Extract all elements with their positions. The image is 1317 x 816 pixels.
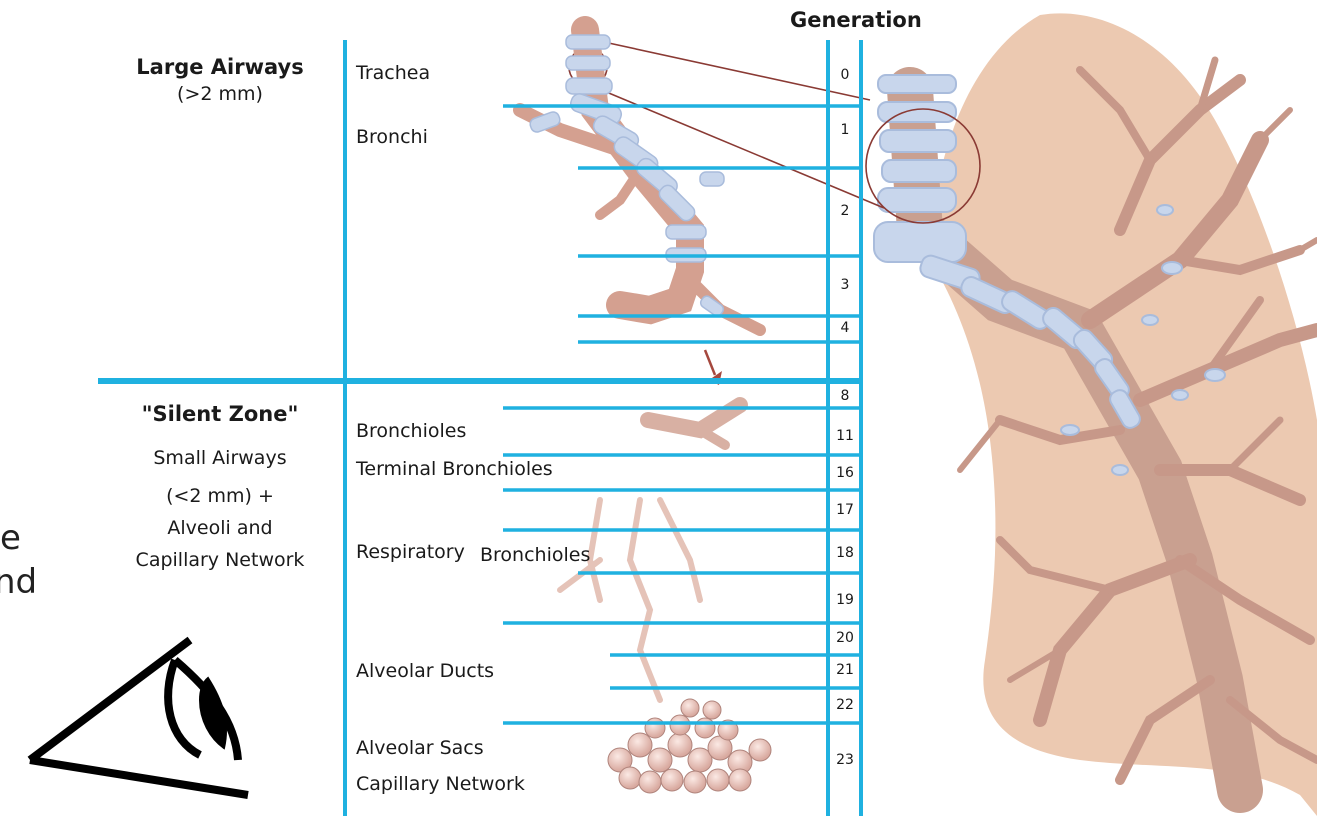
- trachea-label: Trachea: [356, 62, 430, 85]
- generation-number: 18: [829, 545, 861, 562]
- silent-zone-line-3: Alveoli and: [105, 517, 335, 540]
- bronchi-label: Bronchi: [356, 126, 428, 149]
- generation-number: 8: [829, 388, 861, 405]
- silent-zone-title: "Silent Zone": [110, 402, 330, 427]
- generation-number: 16: [829, 465, 861, 482]
- bronchioles-label: Bronchioles: [356, 420, 466, 443]
- large-airways-title: Large Airways: [110, 55, 330, 80]
- generation-number: 11: [829, 428, 861, 445]
- generation-number: 20: [829, 630, 861, 647]
- terminal-bronchioles-label: Terminal Bronchioles: [356, 458, 553, 481]
- alveolar-sacs-label: Alveolar Sacs: [356, 737, 484, 760]
- generation-header: Generation: [790, 8, 922, 33]
- respiratory-label: Respiratory: [356, 541, 465, 564]
- clipped-text-line1: e: [0, 518, 21, 559]
- capillary-network-label: Capillary Network: [356, 773, 525, 796]
- generation-number: 21: [829, 662, 861, 679]
- generation-number: 1: [829, 122, 861, 139]
- generation-number: 3: [829, 277, 861, 294]
- generation-number: 4: [829, 320, 861, 337]
- silent-zone-line-4: Capillary Network: [105, 549, 335, 572]
- generation-number: 19: [829, 592, 861, 609]
- generation-number: 0: [829, 67, 861, 84]
- alveolar-cluster: [608, 699, 771, 793]
- generation-number: 17: [829, 502, 861, 519]
- large-airways-subtitle: (>2 mm): [110, 83, 330, 106]
- alveolar-ducts-label: Alveolar Ducts: [356, 660, 494, 683]
- silent-zone-line-2: (<2 mm) +: [105, 485, 335, 508]
- eye-icon: [30, 640, 248, 795]
- silent-zone-line-1: Small Airways: [105, 447, 335, 470]
- respiratory-bronchioles-label: Bronchioles: [480, 544, 590, 567]
- clipped-text-line2: nd: [0, 562, 37, 603]
- generation-number: 23: [829, 752, 861, 769]
- generation-number: 22: [829, 697, 861, 714]
- generation-number: 2: [829, 203, 861, 220]
